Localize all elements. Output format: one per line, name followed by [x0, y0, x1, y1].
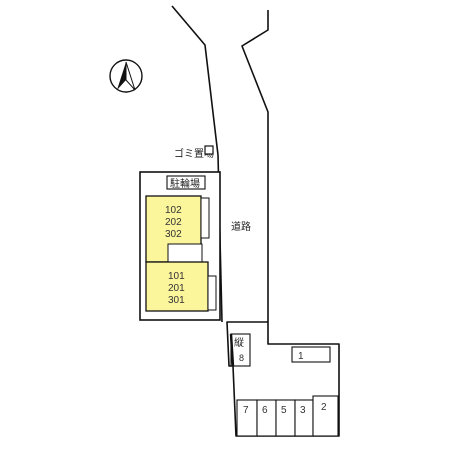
unit-101: 101 [168, 271, 185, 282]
parking-space-7-number: 7 [243, 405, 249, 416]
parking-space-1 [291, 346, 331, 363]
parking-space-5-number: 5 [281, 405, 287, 416]
unit-102: 102 [165, 205, 182, 216]
parking-space-1-number: 1 [298, 351, 304, 362]
north-arrow-icon [109, 59, 143, 93]
unit-202: 202 [165, 217, 182, 228]
road-label: 道路 [231, 220, 251, 233]
bicycle-parking-box [166, 175, 206, 190]
unit-302: 302 [165, 229, 182, 240]
parking-space-2-number: 2 [321, 402, 327, 413]
unit-201: 201 [168, 283, 185, 294]
garbage-area-label: ゴミ置場 [174, 147, 214, 160]
parking-space-2 [312, 395, 339, 437]
vertical-space-label: 縦 [234, 336, 244, 349]
parking-space-8-number: 8 [239, 353, 244, 363]
balcony-upper [200, 197, 210, 239]
parking-space-3-number: 3 [300, 405, 306, 416]
space-8-wall [229, 333, 235, 367]
unit-301: 301 [168, 295, 185, 306]
parking-space-6-number: 6 [262, 405, 268, 416]
stair-link [167, 243, 203, 263]
parking-row [236, 395, 339, 437]
garbage-area [204, 145, 214, 155]
road-right-edge [241, 10, 269, 322]
balcony-lower [207, 275, 217, 311]
bicycle-parking-label: 駐輪場 [170, 177, 200, 190]
